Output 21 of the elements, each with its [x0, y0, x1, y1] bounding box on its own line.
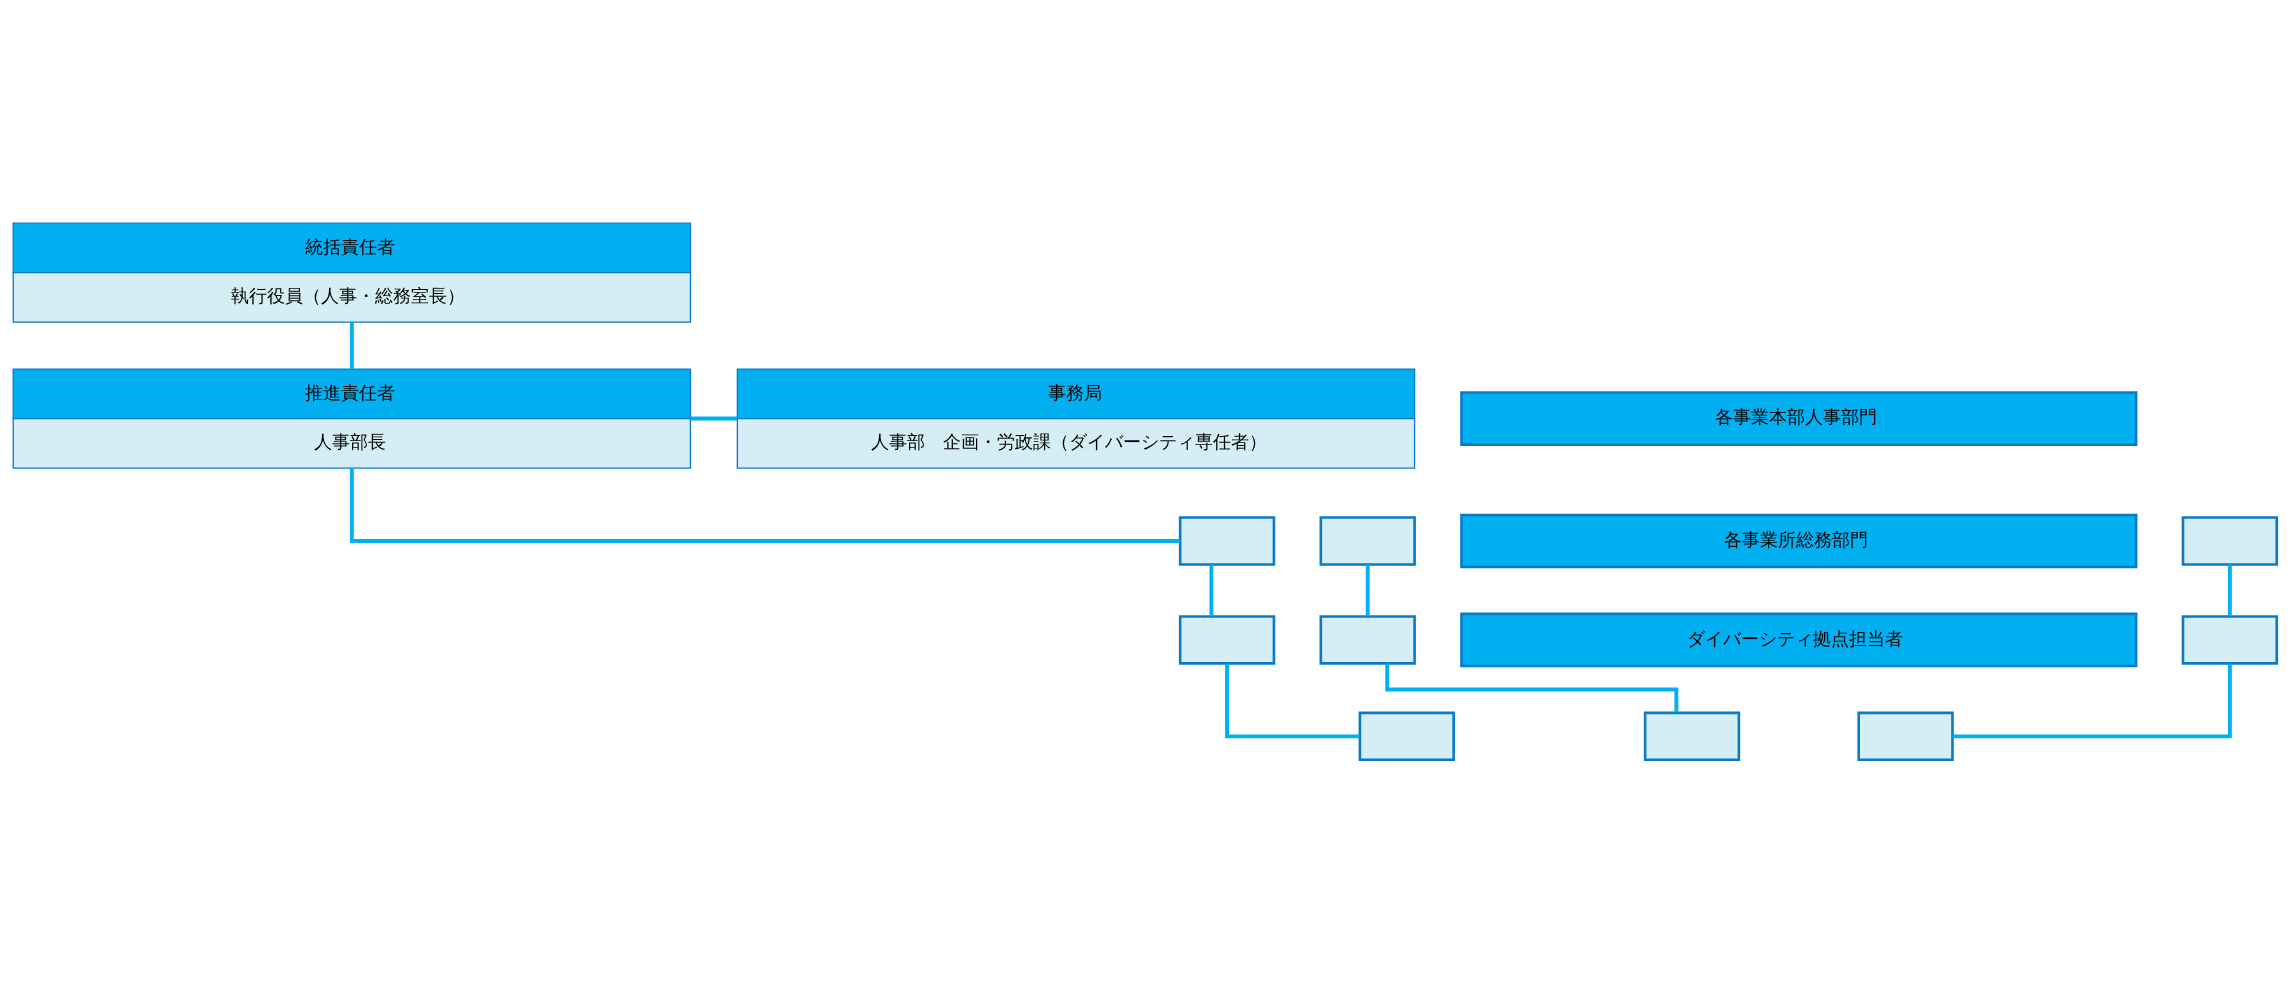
connector [349, 322, 354, 369]
node-box [1643, 711, 1741, 761]
node-box: 各事業所総務部門 [1460, 513, 2138, 568]
node-box [1178, 515, 1276, 566]
node-box [2181, 614, 2279, 665]
node-box [1857, 711, 1954, 761]
connector [1365, 563, 1370, 616]
node-box [1358, 711, 1455, 761]
node-box: ダイバーシティ拠点担当者 [1460, 612, 2138, 667]
node-box: 各事業本部人事部門 [1460, 390, 2138, 446]
connector [1209, 563, 1214, 616]
node-box [1319, 614, 1416, 665]
node-box [1178, 614, 1276, 665]
connector [2227, 563, 2232, 616]
connector [1225, 663, 1360, 738]
connector [1952, 663, 2232, 738]
node-box [2181, 515, 2279, 566]
connector [690, 416, 738, 421]
connector [349, 467, 1180, 543]
connector [1385, 663, 1679, 712]
node-box [1319, 515, 1416, 566]
